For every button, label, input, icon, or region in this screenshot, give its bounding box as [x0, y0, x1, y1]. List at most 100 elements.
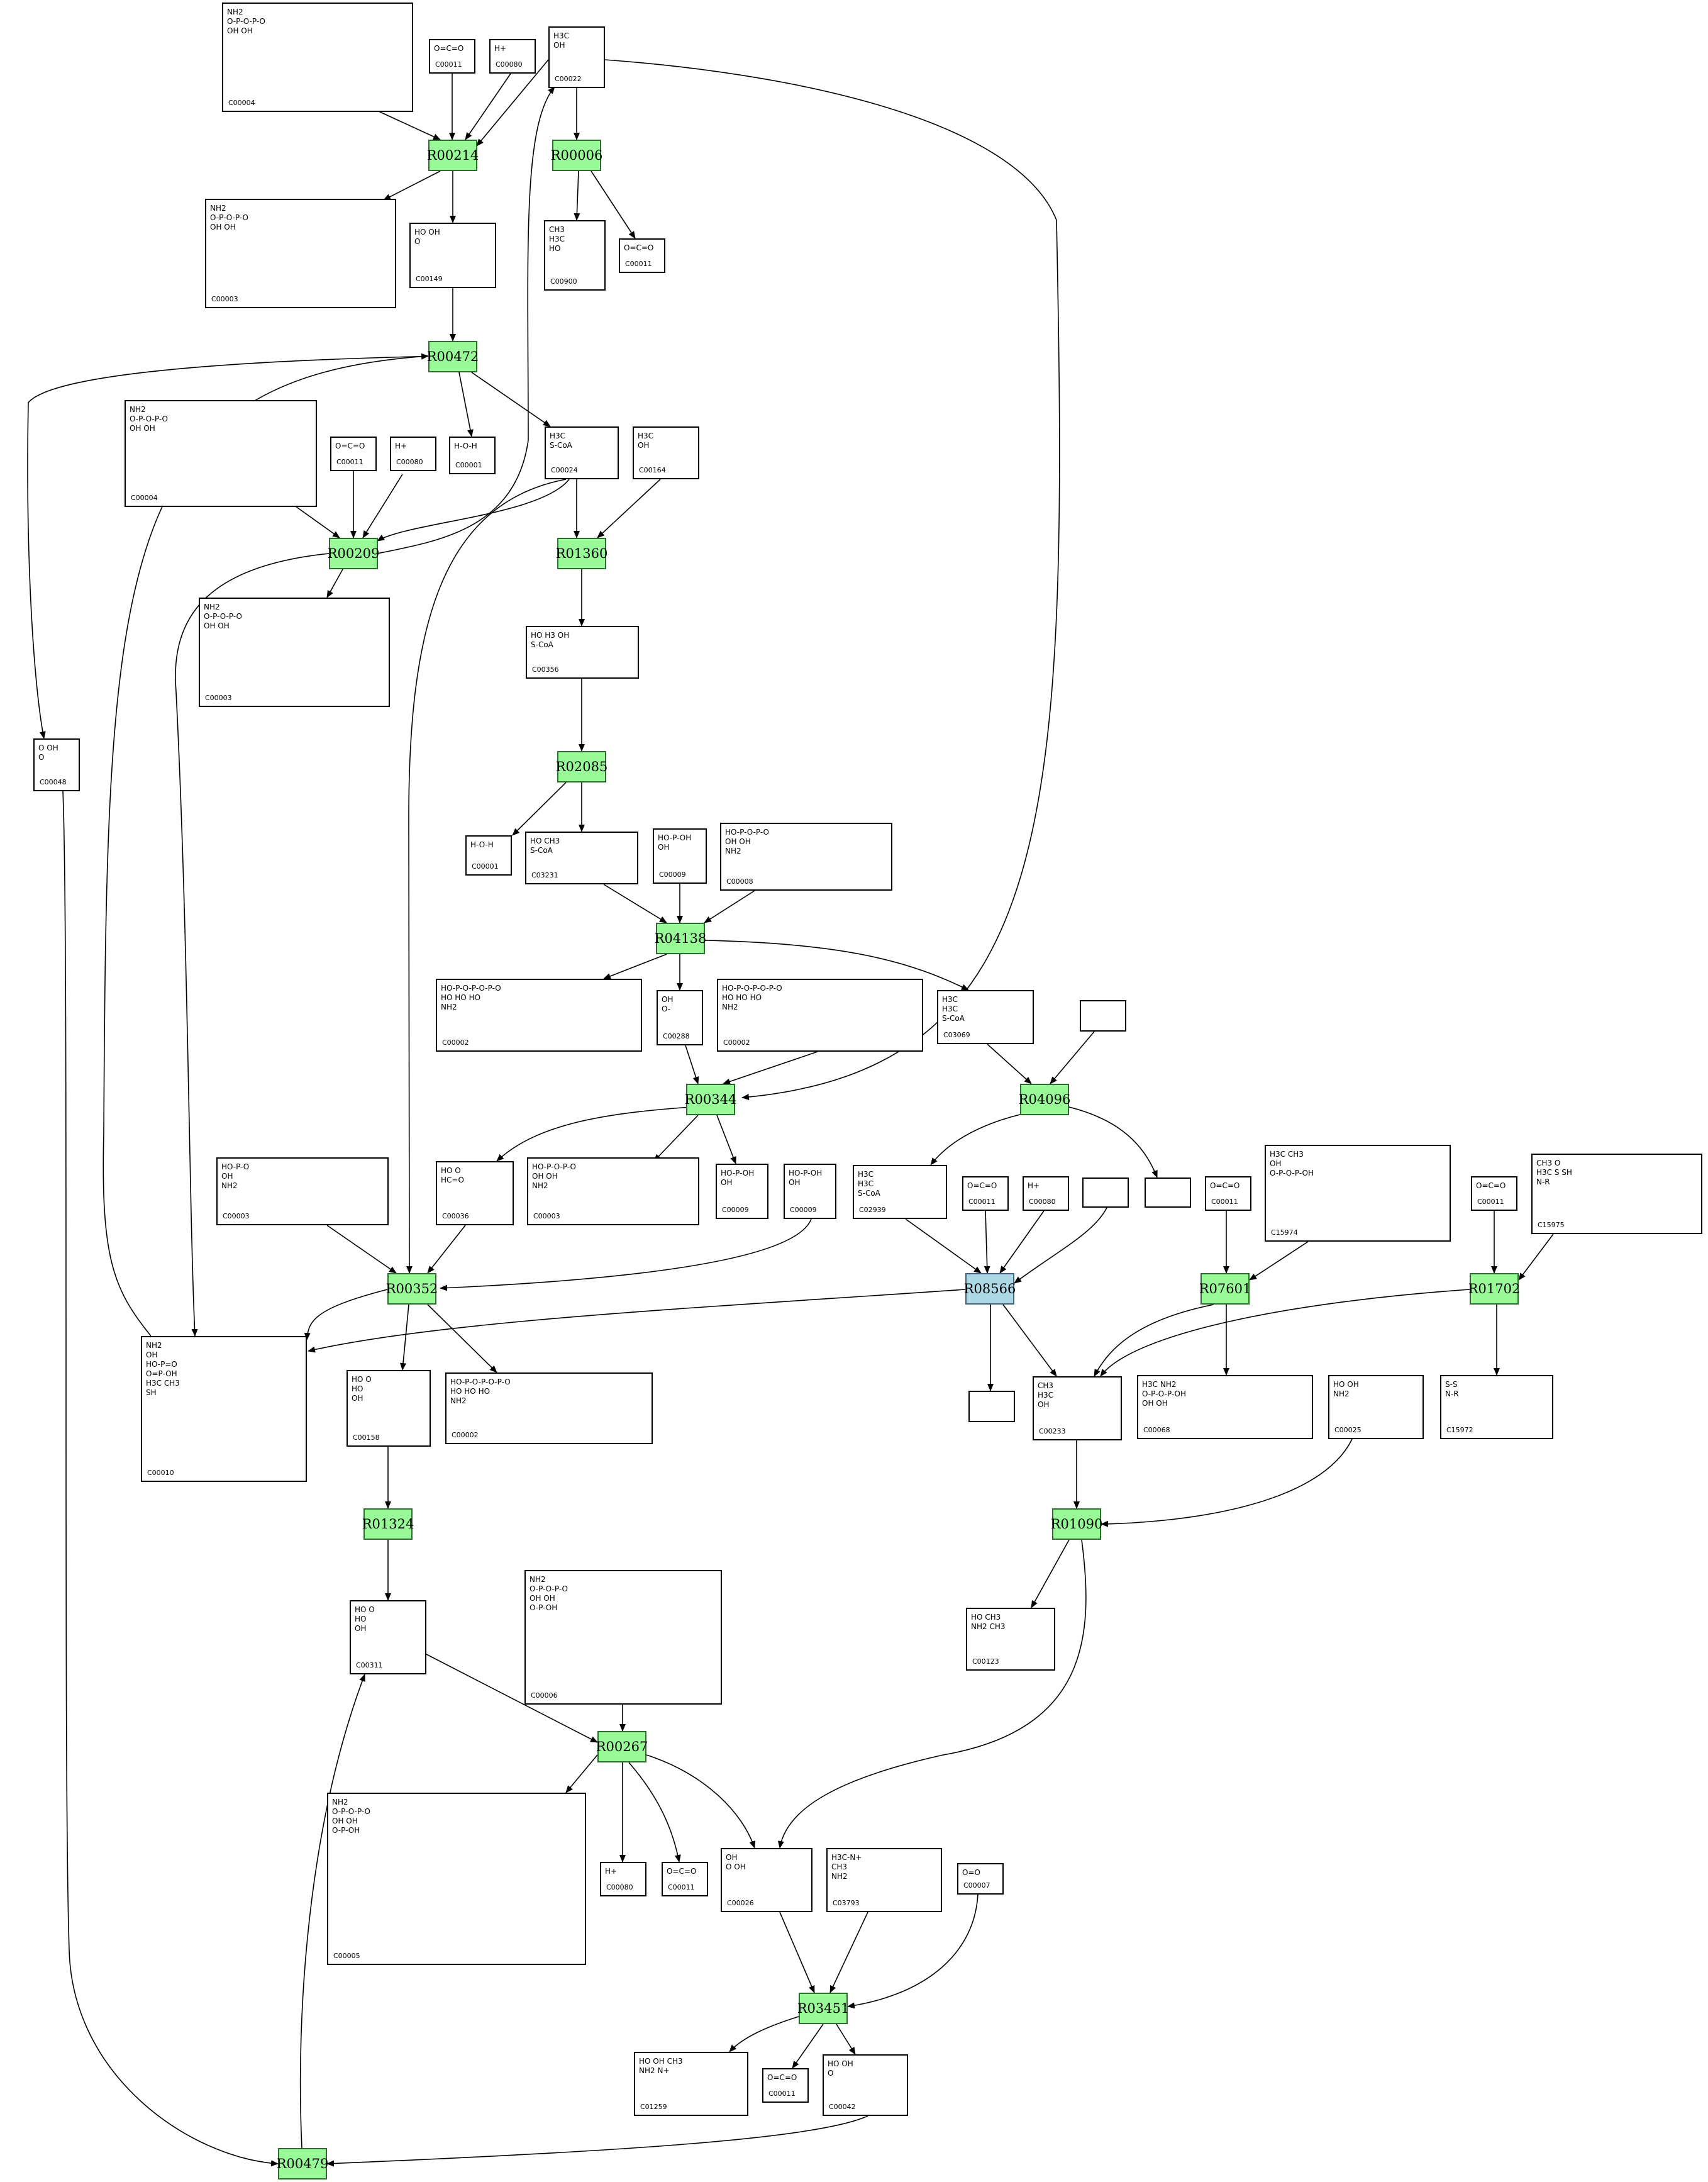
edge: [295, 506, 340, 538]
compound-id: C00004: [228, 99, 255, 107]
compound-blank[interactable]: [968, 1391, 1015, 1422]
reaction-r00006[interactable]: R00006: [551, 140, 602, 171]
reaction-r00267[interactable]: R00267: [596, 1731, 648, 1762]
compound-id: C00007: [963, 1881, 990, 1890]
reaction-r08566[interactable]: R08566: [964, 1273, 1016, 1305]
compound-blank[interactable]: [1080, 1000, 1126, 1032]
compound-c00080[interactable]: H+C00080: [390, 437, 436, 471]
reaction-r04138[interactable]: R04138: [655, 923, 706, 954]
compound-c00080[interactable]: H+C00080: [1023, 1176, 1069, 1211]
reaction-r03451[interactable]: R03451: [797, 1993, 849, 2024]
reaction-r01324[interactable]: R01324: [362, 1508, 414, 1540]
reaction-r00209[interactable]: R00209: [328, 538, 379, 569]
structure-label: N-R: [1536, 1177, 1550, 1186]
reaction-r07601[interactable]: R07601: [1199, 1273, 1251, 1305]
reaction-r00479[interactable]: R00479: [277, 2148, 328, 2179]
structure-label: OH OH: [227, 26, 253, 35]
reaction-r01090[interactable]: R01090: [1051, 1508, 1102, 1540]
edge: [400, 1304, 409, 1371]
edge: [1249, 1241, 1309, 1281]
compound-c00080[interactable]: H+C00080: [600, 1862, 646, 1896]
structure-label: OH: [662, 995, 674, 1004]
compound-id: C00002: [723, 1038, 750, 1047]
reaction-r04096[interactable]: R04096: [1019, 1084, 1070, 1115]
structure-label: NH2: [227, 8, 243, 16]
structure-label: NH2: [221, 1181, 238, 1190]
compound-c00080[interactable]: H+C00080: [489, 39, 536, 74]
edge: [377, 110, 441, 140]
reaction-r00344[interactable]: R00344: [685, 1084, 736, 1115]
reaction-r00352[interactable]: R00352: [386, 1273, 438, 1305]
compound-blank[interactable]: [1145, 1177, 1191, 1208]
compound-id: C00009: [790, 1206, 817, 1214]
compound-blank[interactable]: [1082, 1177, 1129, 1208]
reaction-r00214[interactable]: R00214: [427, 140, 479, 171]
reaction-r00472[interactable]: R00472: [427, 341, 479, 372]
structure-label: HO O: [352, 1375, 372, 1384]
edge: [458, 372, 474, 437]
reaction-r01360[interactable]: R01360: [556, 538, 607, 569]
reaction-r01702[interactable]: R01702: [1468, 1273, 1520, 1305]
structure-c00080: H+: [395, 442, 431, 456]
reaction-r02085[interactable]: R02085: [556, 751, 607, 782]
structure-c00011: O=C=O: [624, 243, 660, 258]
